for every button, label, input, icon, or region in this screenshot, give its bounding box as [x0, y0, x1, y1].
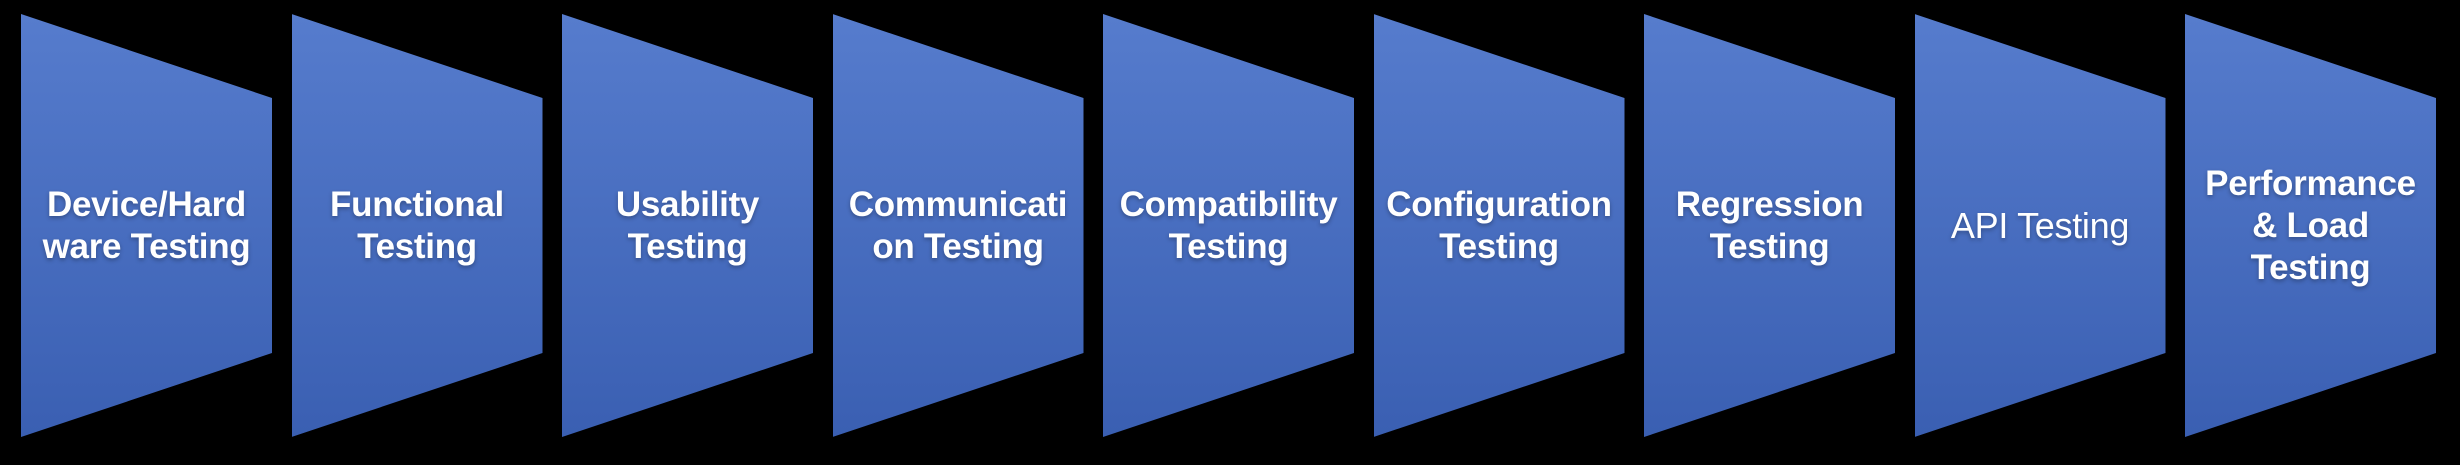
stage-label-compatibility-testing: Compatibility Testing [1119, 184, 1338, 266]
stage-configuration-testing: Configuration Testing [1373, 14, 1625, 437]
stage-usability-testing: Usability Testing [562, 14, 813, 437]
stage-label-functional-testing: Functional Testing [330, 184, 504, 266]
stage-api-testing: API Testing [1914, 14, 2166, 437]
stage-label-device-hardware-testing: Device/Hard ware Testing [42, 184, 251, 266]
stage-communication-testing: Communicati on Testing [832, 14, 1084, 437]
stage-label-regression-testing: Regression Testing [1675, 184, 1864, 266]
stage-label-usability-testing: Usability Testing [615, 184, 760, 266]
stage-performance-load-testing: Performance & Load Testing [2185, 14, 2436, 437]
stage-compatibility-testing: Compatibility Testing [1103, 14, 1354, 437]
stage-label-communication-testing: Communicati on Testing [848, 184, 1068, 266]
stage-label-api-testing: API Testing [1950, 204, 2130, 246]
stage-device-hardware-testing: Device/Hard ware Testing [21, 14, 272, 437]
stage-functional-testing: Functional Testing [291, 14, 543, 437]
stage-label-configuration-testing: Configuration Testing [1386, 184, 1612, 266]
stage-regression-testing: Regression Testing [1644, 14, 1895, 437]
stage-label-performance-load-testing: Performance & Load Testing [2205, 163, 2416, 287]
